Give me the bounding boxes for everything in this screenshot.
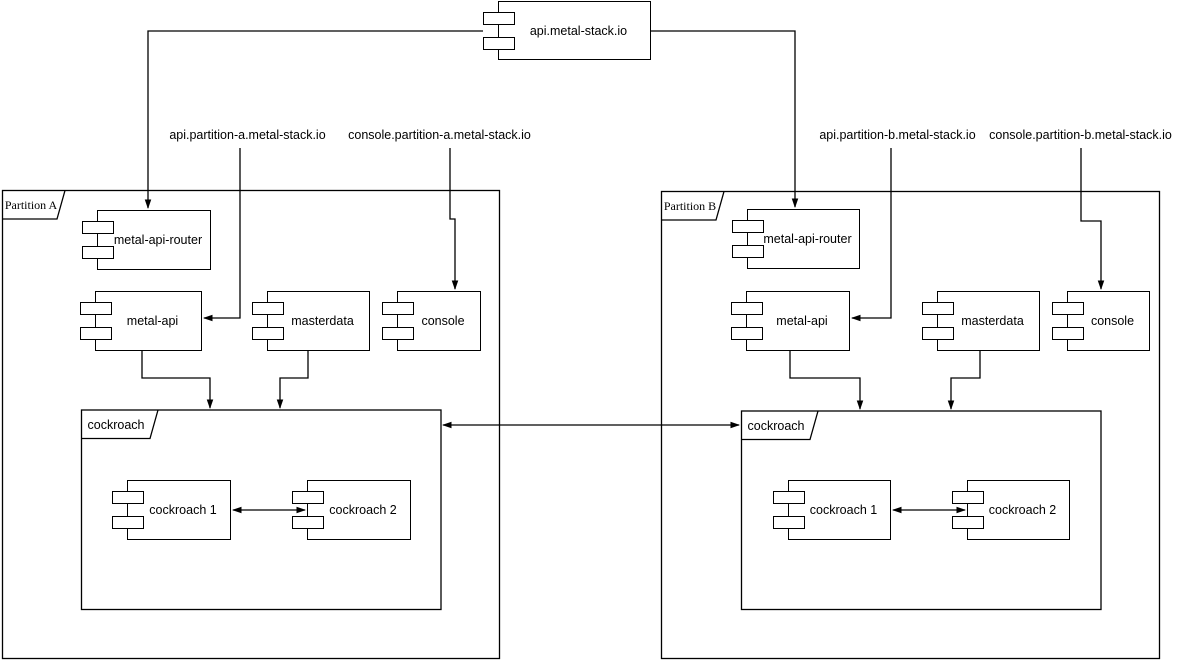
- component-console-b: console: [1052, 291, 1150, 351]
- component-tab-icon: [922, 302, 954, 315]
- component-tab-icon: [773, 491, 805, 504]
- connector-metal-api-a-to-cockroach: [141, 351, 214, 409]
- component-cockroach-1-b: cockroach 1: [773, 480, 891, 540]
- component-tab-icon: [292, 491, 324, 504]
- component-metal-api-router-a: metal-api-router: [82, 210, 211, 270]
- component-tab-icon: [112, 516, 144, 529]
- partition-a-label: Partition A: [4, 197, 58, 212]
- connector-masterdata-a-to-cockroach: [276, 351, 309, 409]
- component-tab-icon: [1052, 302, 1084, 315]
- component-label: metal-api-router: [113, 233, 203, 247]
- component-tab-icon: [731, 302, 763, 315]
- component-tab-icon: [252, 327, 284, 340]
- connector-api-b-dns-to-metal-api: [851, 148, 892, 322]
- component-api-metal-stack-io: api.metal-stack.io: [483, 1, 651, 60]
- component-label: cockroach 1: [809, 503, 878, 517]
- component-tab-icon: [382, 327, 414, 340]
- component-tab-icon: [952, 516, 984, 529]
- component-tab-icon: [382, 302, 414, 315]
- component-tab-icon: [922, 327, 954, 340]
- component-metal-api-router-b: metal-api-router: [732, 209, 860, 269]
- component-label: api.metal-stack.io: [529, 23, 628, 38]
- connector-metal-api-b-to-cockroach: [789, 351, 864, 410]
- component-label: masterdata: [291, 314, 354, 328]
- component-label: cockroach 2: [329, 503, 397, 517]
- connector-console-a-dns-to-console: [449, 148, 459, 290]
- component-tab-icon: [112, 491, 144, 504]
- component-label: console: [421, 314, 465, 328]
- component-tab-icon: [732, 220, 764, 233]
- connector-root-to-router-a: [144, 30, 483, 209]
- component-label: metal-api-router: [763, 232, 852, 246]
- dns-label-console-partition-a: console.partition-a.metal-stack.io: [348, 128, 531, 142]
- dns-label-console-partition-b: console.partition-b.metal-stack.io: [989, 128, 1172, 142]
- component-tab-icon: [82, 246, 114, 259]
- partition-a-frame: [1, 189, 501, 660]
- component-tab-icon: [1052, 327, 1084, 340]
- component-label: metal-api: [776, 314, 828, 328]
- component-cockroach-2-b: cockroach 2: [952, 480, 1070, 540]
- component-masterdata-b: masterdata: [922, 291, 1040, 351]
- connector-api-a-dns-to-metal-api: [203, 148, 241, 322]
- component-label: masterdata: [961, 314, 1024, 328]
- component-label: console: [1090, 314, 1135, 328]
- component-tab-icon: [483, 12, 515, 25]
- connector-root-to-router-b: [651, 30, 799, 208]
- cockroach-package-a-label: cockroach: [87, 417, 145, 432]
- component-tab-icon: [773, 516, 805, 529]
- partition-b-label: Partition B: [663, 198, 717, 213]
- component-console-a: console: [382, 291, 481, 351]
- component-tab-icon: [252, 302, 284, 315]
- component-tab-icon: [731, 327, 763, 340]
- cockroach-package-b-frame: [740, 410, 1102, 611]
- dns-label-api-partition-b: api.partition-b.metal-stack.io: [819, 128, 976, 142]
- connector-masterdata-b-to-cockroach: [947, 351, 981, 410]
- component-metal-api-a: metal-api: [80, 291, 202, 351]
- component-tab-icon: [80, 302, 112, 315]
- cockroach-package-a-frame: [80, 409, 442, 611]
- component-tab-icon: [483, 37, 515, 50]
- component-label: cockroach 1: [149, 503, 217, 517]
- component-tab-icon: [732, 245, 764, 258]
- component-masterdata-a: masterdata: [252, 291, 370, 351]
- component-tab-icon: [80, 327, 112, 340]
- component-label: cockroach 2: [988, 503, 1057, 517]
- component-tab-icon: [952, 491, 984, 504]
- cockroach-package-b-label: cockroach: [747, 418, 805, 433]
- component-label: metal-api: [126, 314, 179, 328]
- component-cockroach-1-a: cockroach 1: [112, 480, 231, 540]
- connector-console-b-dns-to-console: [1080, 148, 1105, 290]
- component-metal-api-b: metal-api: [731, 291, 850, 351]
- dns-label-api-partition-a: api.partition-a.metal-stack.io: [169, 128, 326, 142]
- component-tab-icon: [82, 221, 114, 234]
- component-cockroach-2-a: cockroach 2: [292, 480, 411, 540]
- component-tab-icon: [292, 516, 324, 529]
